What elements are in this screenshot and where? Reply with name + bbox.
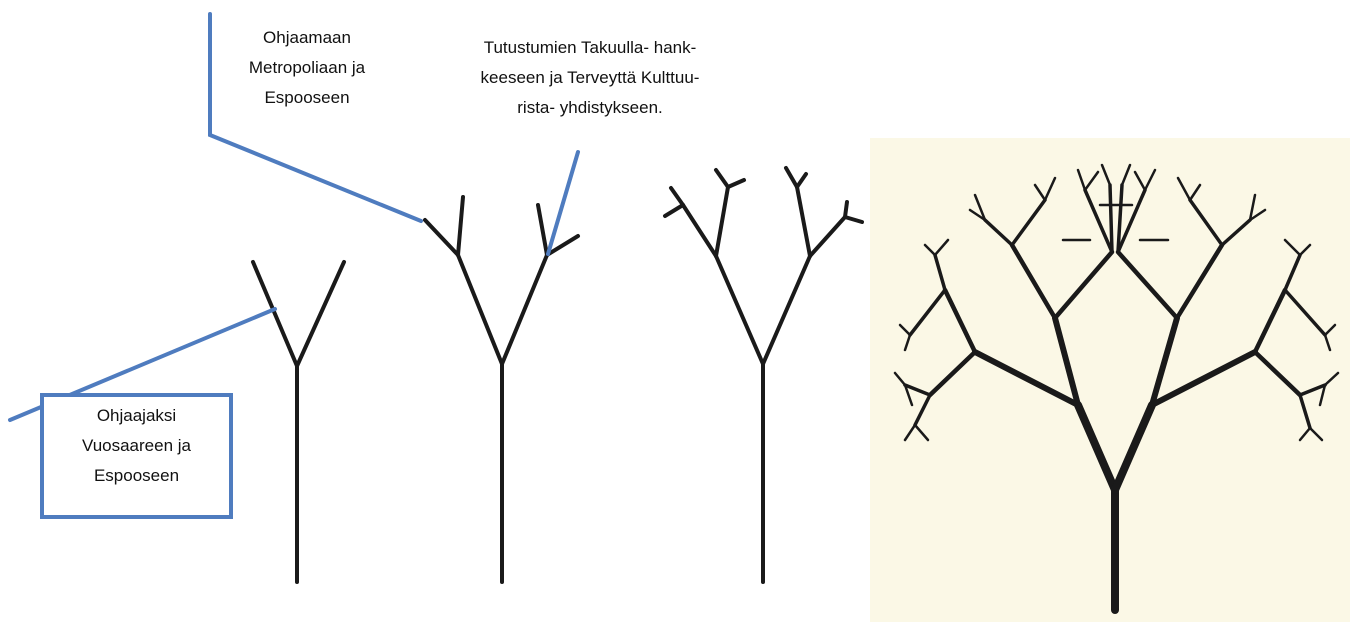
callout-takuulla-line-2: keeseen ja Terveyttä Kulttuu-: [480, 68, 700, 87]
callout-vuosaari-line-2: Vuosaareen ja: [81, 436, 191, 455]
leader-takuulla: [546, 150, 580, 256]
callout-metropolia-line-1: Ohjaamaan: [263, 28, 351, 47]
callout-metropolia: Ohjaamaan Metropoliaan ja Espooseen: [232, 23, 382, 113]
tree-1: [251, 260, 346, 584]
callout-takuulla-line-1: Tutustumien Takuulla- hank-: [483, 38, 697, 57]
callout-vuosaari-box: Ohjaajaksi Vuosaareen ja Espooseen: [40, 393, 233, 519]
tree-3: [663, 166, 864, 584]
callout-takuulla-line-3: rista- yhdistykseen.: [517, 98, 663, 117]
leader-metropolia: [208, 12, 423, 223]
callout-takuulla: Tutustumien Takuulla- hank- keeseen ja T…: [440, 33, 740, 123]
callout-metropolia-line-2: Metropoliaan ja: [248, 58, 366, 77]
tree-2: [423, 195, 580, 584]
callout-vuosaari-line-1: Ohjaajaksi: [96, 406, 177, 425]
callout-metropolia-line-3: Espooseen: [264, 88, 350, 107]
callout-vuosaari-line-3: Espooseen: [93, 466, 180, 485]
tree-4: [893, 163, 1340, 614]
